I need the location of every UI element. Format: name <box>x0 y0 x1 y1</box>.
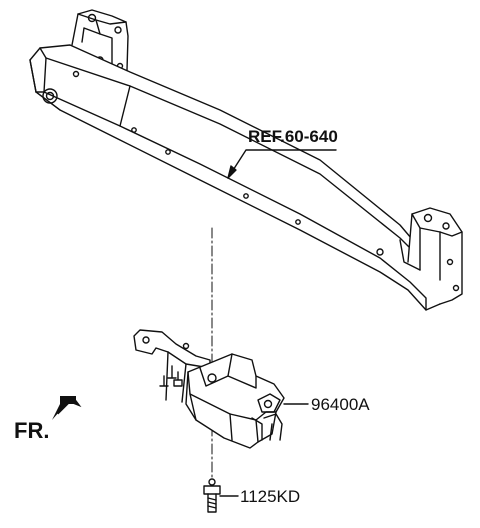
sensor-part-label: 96400A <box>311 395 370 414</box>
front-arrow-head <box>52 396 76 420</box>
bolt <box>203 478 221 513</box>
ref-label: REF.60-640 <box>248 127 338 146</box>
bumper-beam <box>29 44 441 311</box>
sensor-module <box>159 353 285 449</box>
right-bracket <box>399 207 463 305</box>
bolt-part-label: 1125KD <box>240 487 301 506</box>
front-direction-label: FR. <box>14 418 50 443</box>
ref-leader-arrow <box>227 165 237 179</box>
